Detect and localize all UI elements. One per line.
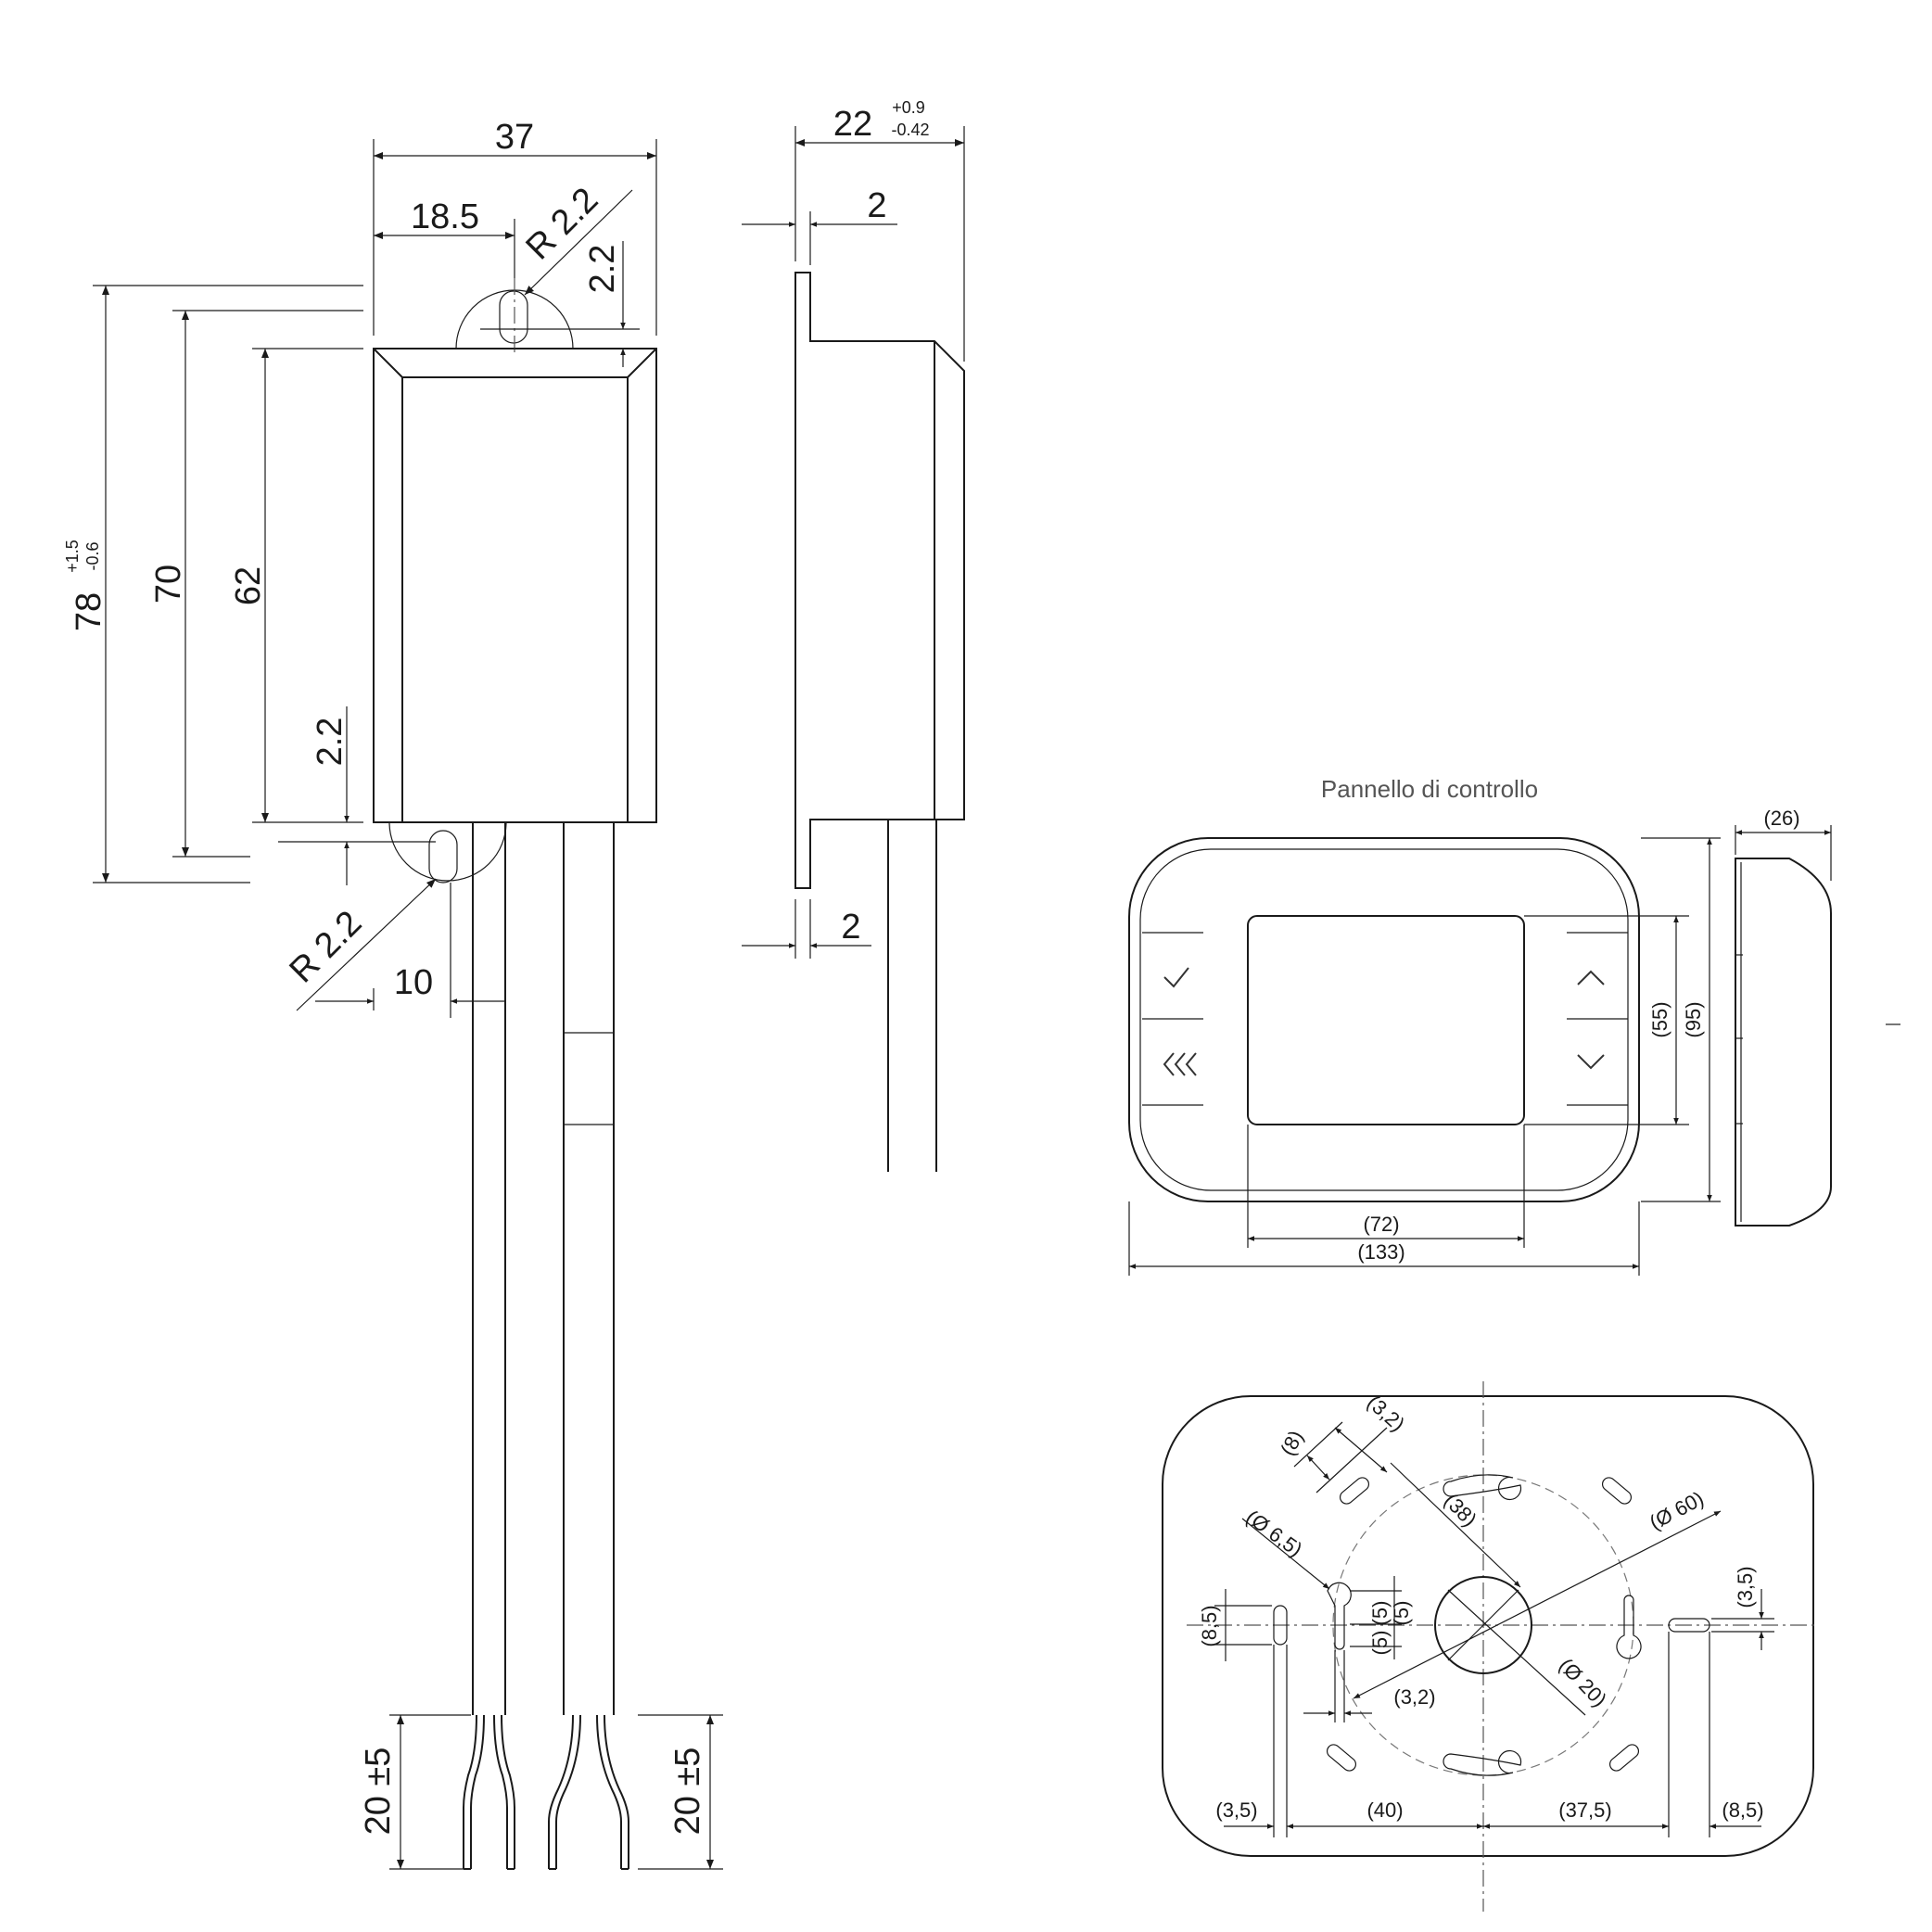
dim-center-diameter: (Ø 20) xyxy=(1555,1654,1611,1711)
mounting-dimensions: (8) (3,2) (38) (Ø 6,5) (Ø 60) (Ø 20) (5)… xyxy=(1198,1391,1774,1837)
dim-lead-left: 20 ±5 xyxy=(359,1748,398,1836)
panel-side-view: (26) xyxy=(1735,807,1900,1227)
dim-total-width: (133) xyxy=(1357,1240,1405,1264)
dim-side-tol-minus: -0.42 xyxy=(891,121,929,139)
dim-half-width: 18.5 xyxy=(411,197,479,236)
dim-hole-offset: 10 xyxy=(394,963,433,1002)
panel-title: Pannello di controllo xyxy=(1321,775,1538,803)
dim-edge-left: (3,5) xyxy=(1215,1799,1257,1822)
sensor-dimensions: 37 18.5 R 2.2 2.2 78 +1.5 -0.6 70 62 xyxy=(63,118,723,1870)
dim-display-height: (55) xyxy=(1648,1001,1671,1037)
dim-key-c: (5) xyxy=(1390,1601,1413,1626)
dim-lead-right: 20 ±5 xyxy=(668,1748,707,1836)
dim-bottom-offset: 2.2 xyxy=(311,718,350,767)
dim-overall-tol-plus: +1.5 xyxy=(63,540,82,573)
dim-flange-top: 2 xyxy=(867,186,886,225)
dim-side-depth: 22 xyxy=(833,105,872,144)
dim-keyhole-diameter: (Ø 6,5) xyxy=(1241,1506,1306,1561)
chevron-up-icon xyxy=(1577,970,1605,985)
panel-front-dimensions: (55) (95) (72) (133) xyxy=(1128,837,1721,1276)
dim-radius-bottom: R 2.2 xyxy=(283,904,370,991)
dim-edge-right: (8,5) xyxy=(1722,1799,1763,1822)
dim-slot-length: (8) xyxy=(1276,1427,1308,1459)
dim-panel-depth: (26) xyxy=(1763,807,1799,830)
dim-key-a: (5) xyxy=(1368,1601,1392,1626)
dim-height-62: 62 xyxy=(229,566,268,605)
sensor-front-view xyxy=(373,278,657,1870)
mounting-plate xyxy=(1162,1381,1817,1912)
dim-pitch: (38) xyxy=(1440,1489,1481,1532)
double-chevron-left-icon xyxy=(1163,1052,1197,1076)
dim-width-37: 37 xyxy=(495,118,534,157)
dim-height-70: 70 xyxy=(149,565,188,604)
dim-circle-diameter: (Ø 60) xyxy=(1646,1487,1708,1534)
dim-overall-tol-minus: -0.6 xyxy=(83,541,102,570)
dim-top-offset: 2.2 xyxy=(583,245,622,294)
panel-front-view xyxy=(1128,837,1640,1202)
side-view-dimensions: 22 +0.9 -0.42 2 2 xyxy=(742,98,965,959)
dim-side-tol-plus: +0.9 xyxy=(892,98,925,117)
dim-span-left: (40) xyxy=(1366,1799,1403,1822)
sensor-side-view xyxy=(794,272,965,1172)
dim-right-slot-height: (3,5) xyxy=(1734,1566,1757,1608)
check-icon xyxy=(1163,967,1189,988)
dim-key-width: (3,2) xyxy=(1393,1685,1435,1709)
chevron-down-icon xyxy=(1577,1054,1605,1070)
dim-span-right: (37,5) xyxy=(1558,1799,1611,1822)
dim-left-slot-height: (8,5) xyxy=(1198,1605,1221,1646)
dim-display-width: (72) xyxy=(1363,1213,1399,1236)
dim-flange-bottom: 2 xyxy=(841,908,860,947)
dim-key-b: (5) xyxy=(1368,1631,1392,1656)
dim-overall-height: 78 xyxy=(70,592,108,631)
dim-total-height: (95) xyxy=(1682,1001,1705,1037)
